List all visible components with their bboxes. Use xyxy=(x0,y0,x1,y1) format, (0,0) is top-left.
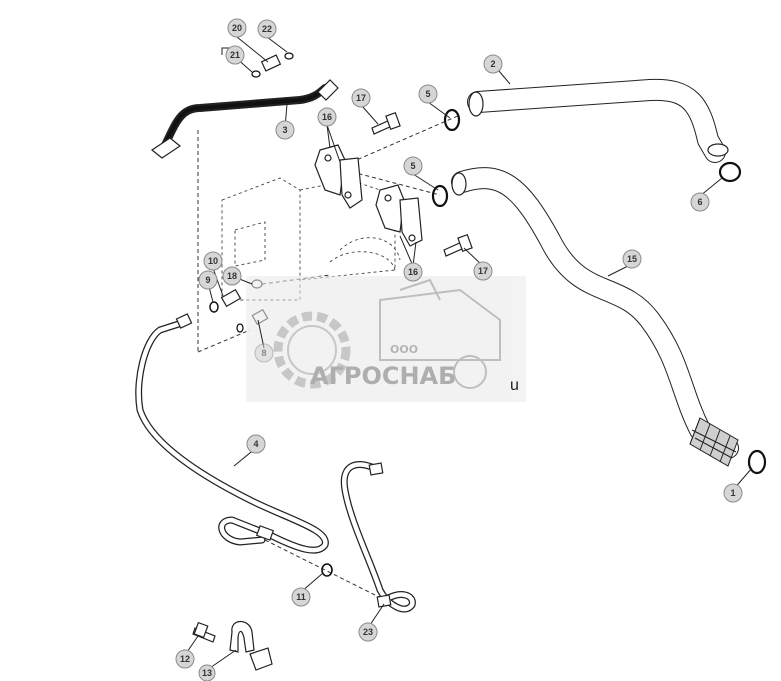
bolt-17-upper xyxy=(371,111,401,135)
svg-text:11: 11 xyxy=(296,592,306,602)
bolt-17-lower xyxy=(443,233,473,257)
callout-23: 23 xyxy=(358,622,378,642)
svg-text:13: 13 xyxy=(202,668,212,678)
callout-10: 10 xyxy=(203,251,223,271)
hose-3 xyxy=(150,79,339,159)
callout-15: 15 xyxy=(622,249,642,269)
callout-12: 12 xyxy=(175,649,195,669)
svg-text:17: 17 xyxy=(478,266,488,276)
callout-1: 1 xyxy=(723,483,743,503)
callout-9: 9 xyxy=(198,270,218,290)
svg-text:3: 3 xyxy=(282,125,287,135)
watermark-suffix: u xyxy=(510,377,519,394)
svg-text:21: 21 xyxy=(230,50,240,60)
svg-text:18: 18 xyxy=(227,271,237,281)
callout-5-upper: 5 xyxy=(418,84,438,104)
svg-text:16: 16 xyxy=(322,112,332,122)
svg-text:23: 23 xyxy=(363,627,373,637)
svg-text:17: 17 xyxy=(356,93,366,103)
svg-text:9: 9 xyxy=(205,275,210,285)
tube-23 xyxy=(340,461,416,613)
callout-13: 13 xyxy=(198,664,216,681)
svg-text:5: 5 xyxy=(410,161,415,171)
callout-18: 18 xyxy=(222,266,242,286)
svg-text:2: 2 xyxy=(490,59,495,69)
svg-text:10: 10 xyxy=(208,256,218,266)
svg-text:15: 15 xyxy=(627,254,637,264)
gear-icon xyxy=(273,311,351,389)
callout-21: 21 xyxy=(225,45,245,65)
callout-16-upper: 16 xyxy=(317,107,337,127)
watermark-brand: АГРОСНАБ xyxy=(310,362,456,390)
callout-6: 6 xyxy=(690,192,710,212)
callout-22: 22 xyxy=(257,19,277,39)
callout-17-lower: 17 xyxy=(473,261,493,281)
fitting-20 xyxy=(260,54,282,72)
watermark-small: ООО xyxy=(390,343,418,356)
callout-5-lower: 5 xyxy=(403,156,423,176)
o-rings xyxy=(209,52,767,577)
callout-11: 11 xyxy=(291,587,311,607)
watermark: ООО АГРОСНАБ xyxy=(246,276,526,402)
fitting-10 xyxy=(220,288,242,308)
svg-text:22: 22 xyxy=(262,24,272,34)
flange-16-lower xyxy=(375,184,423,247)
svg-text:12: 12 xyxy=(180,654,190,664)
callout-20: 20 xyxy=(227,18,247,38)
svg-text:4: 4 xyxy=(253,439,258,449)
callout-2: 2 xyxy=(483,54,503,74)
callout-17-upper: 17 xyxy=(351,88,371,108)
callout-3: 3 xyxy=(275,120,295,140)
svg-text:6: 6 xyxy=(697,197,702,207)
combine-harvester-icon xyxy=(379,278,501,389)
svg-text:5: 5 xyxy=(425,89,430,99)
svg-text:1: 1 xyxy=(730,488,735,498)
clamp-13 xyxy=(229,620,273,671)
svg-text:16: 16 xyxy=(408,267,418,277)
mesh-sleeve xyxy=(689,417,739,467)
svg-text:20: 20 xyxy=(232,23,242,33)
bolt-12 xyxy=(192,621,216,643)
svg-text:8: 8 xyxy=(261,348,266,358)
tube-4 xyxy=(135,313,329,554)
callout-8: 8 xyxy=(254,343,274,363)
flange-16-upper xyxy=(314,144,363,209)
tube-15 xyxy=(451,167,739,467)
callout-4: 4 xyxy=(246,434,266,454)
callout-16-lower: 16 xyxy=(403,262,423,282)
tube-2 xyxy=(467,78,729,163)
